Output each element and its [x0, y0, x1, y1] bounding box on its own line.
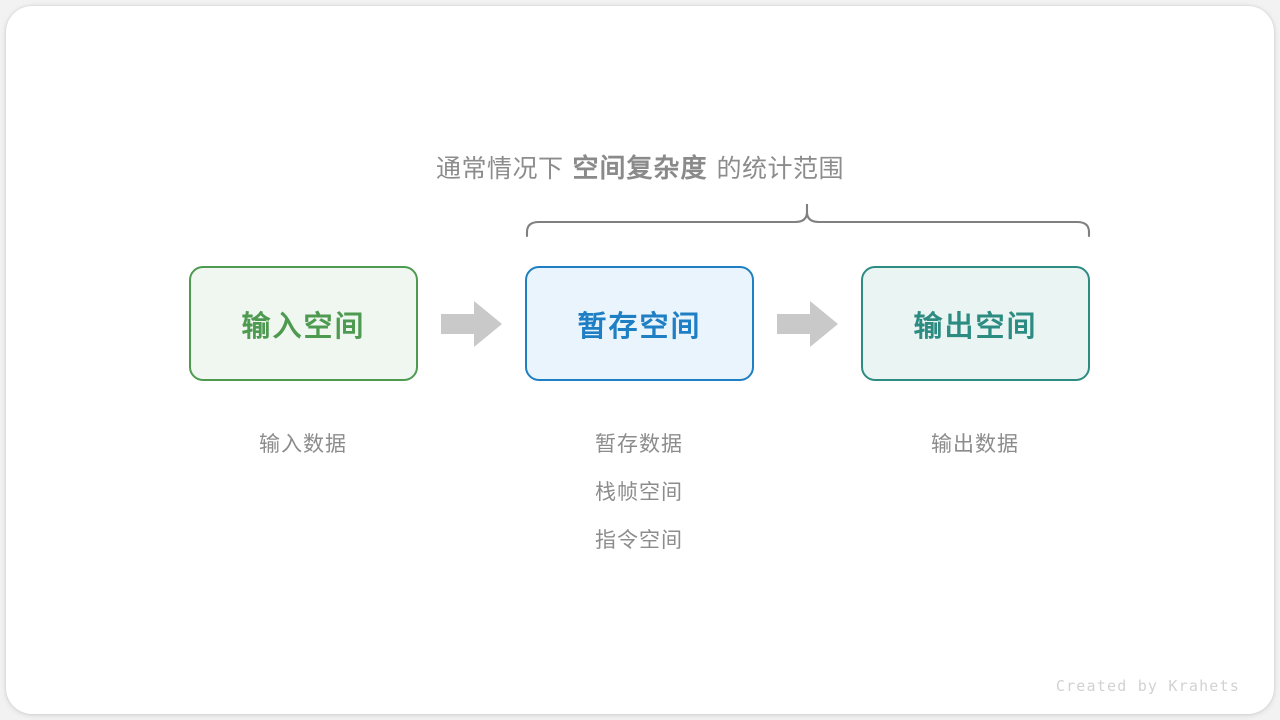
caption-line: 输入数据 [259, 433, 347, 456]
arrow-right-icon-input-to-temp [441, 301, 502, 347]
caption-group-output: 输出数据 [825, 421, 1125, 469]
caption-line: 输出数据 [931, 433, 1019, 456]
brace-title: 通常情况下空间复杂度的统计范围 [0, 148, 1280, 189]
arrow-right-icon-temp-to-output [777, 301, 838, 347]
stage-box-output[interactable]: 输出空间 [861, 266, 1090, 381]
brace-title-prefix: 通常情况下 [435, 155, 564, 183]
stage-box-temp[interactable]: 暂存空间 [525, 266, 754, 381]
stage-box-output-label: 输出空间 [913, 310, 1038, 343]
stage-box-temp-label: 暂存空间 [577, 310, 702, 343]
curly-brace-icon [525, 204, 1091, 238]
credit-text: Created by Krahets [1055, 677, 1240, 695]
caption-line: 栈帧空间 [595, 481, 683, 504]
brace-title-emphasis: 空间复杂度 [572, 153, 708, 183]
caption-line: 暂存数据 [595, 433, 683, 456]
caption-group-temp: 暂存数据 栈帧空间 指令空间 [489, 421, 789, 565]
stage-box-input-label: 输入空间 [241, 310, 366, 343]
brace-title-suffix: 的统计范围 [716, 155, 845, 183]
caption-group-input: 输入数据 [153, 421, 453, 469]
stage-box-input[interactable]: 输入空间 [189, 266, 418, 381]
caption-line: 指令空间 [595, 529, 683, 552]
